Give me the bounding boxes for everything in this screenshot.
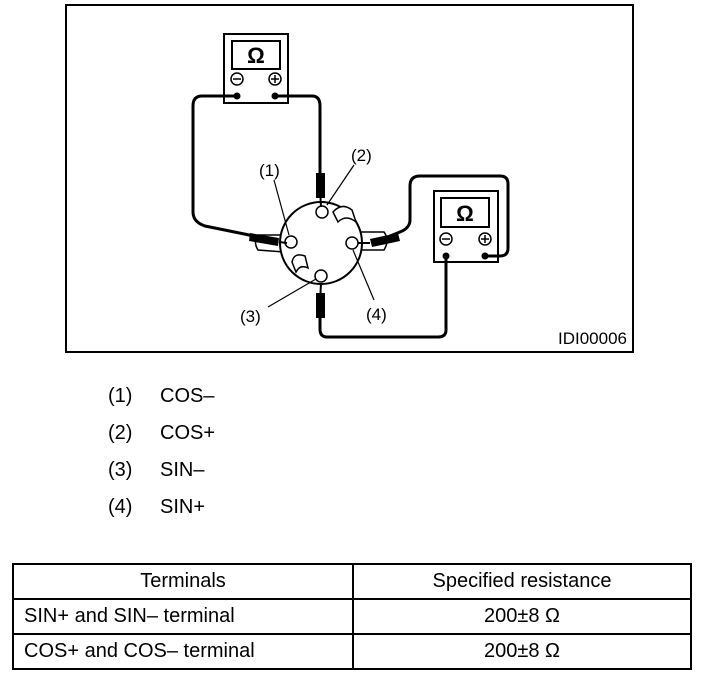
ohm-symbol-right: Ω [456,201,474,226]
terminal-cell: SIN+ and SIN– terminal [12,598,354,635]
table-row: SIN+ and SIN– terminal 200±8 Ω [12,598,692,635]
legend-item: (4) SIN+ [108,489,215,526]
resistance-spec-table: Terminals Specified resistance SIN+ and … [12,563,692,670]
legend-num: (3) [108,459,133,481]
header-specified-resistance: Specified resistance [352,563,692,600]
legend-item: (1) COS– [108,378,215,415]
figure-id: IDI00006 [558,329,627,348]
legend-num: (2) [108,422,133,444]
table-header-row: Terminals Specified resistance [12,563,692,600]
legend-item: (3) SIN– [108,452,215,489]
legend-num: (4) [108,496,133,518]
probe-tips [249,173,400,318]
table-row: COS+ and COS– terminal 200±8 Ω [12,633,692,670]
legend-label: COS+ [160,422,216,444]
resolver-connector-diagram: Ω Ω [65,4,634,353]
legend-label: COS– [160,385,215,407]
terminal-legend: (1) COS– (2) COS+ (3) SIN– (4) SIN+ [108,378,215,526]
resistance-cell: 200±8 Ω [352,598,692,635]
callout-1: (1) [259,161,280,180]
callout-4: (4) [366,305,387,324]
ohmmeter-right: Ω [433,190,499,263]
callout-3: (3) [240,307,261,326]
callout-2: (2) [351,146,372,165]
header-terminals: Terminals [12,563,354,600]
ohmmeter-top: Ω [223,33,289,104]
ohm-symbol-top: Ω [247,43,265,68]
legend-label: SIN– [160,459,205,481]
figure-frame [65,4,634,353]
callout-leaders [267,164,375,308]
legend-item: (2) COS+ [108,415,215,452]
terminal-cell: COS+ and COS– terminal [12,633,354,670]
test-leads [191,94,510,339]
legend-num: (1) [108,385,133,407]
legend-label: SIN+ [160,496,206,518]
resistance-cell: 200±8 Ω [352,633,692,670]
